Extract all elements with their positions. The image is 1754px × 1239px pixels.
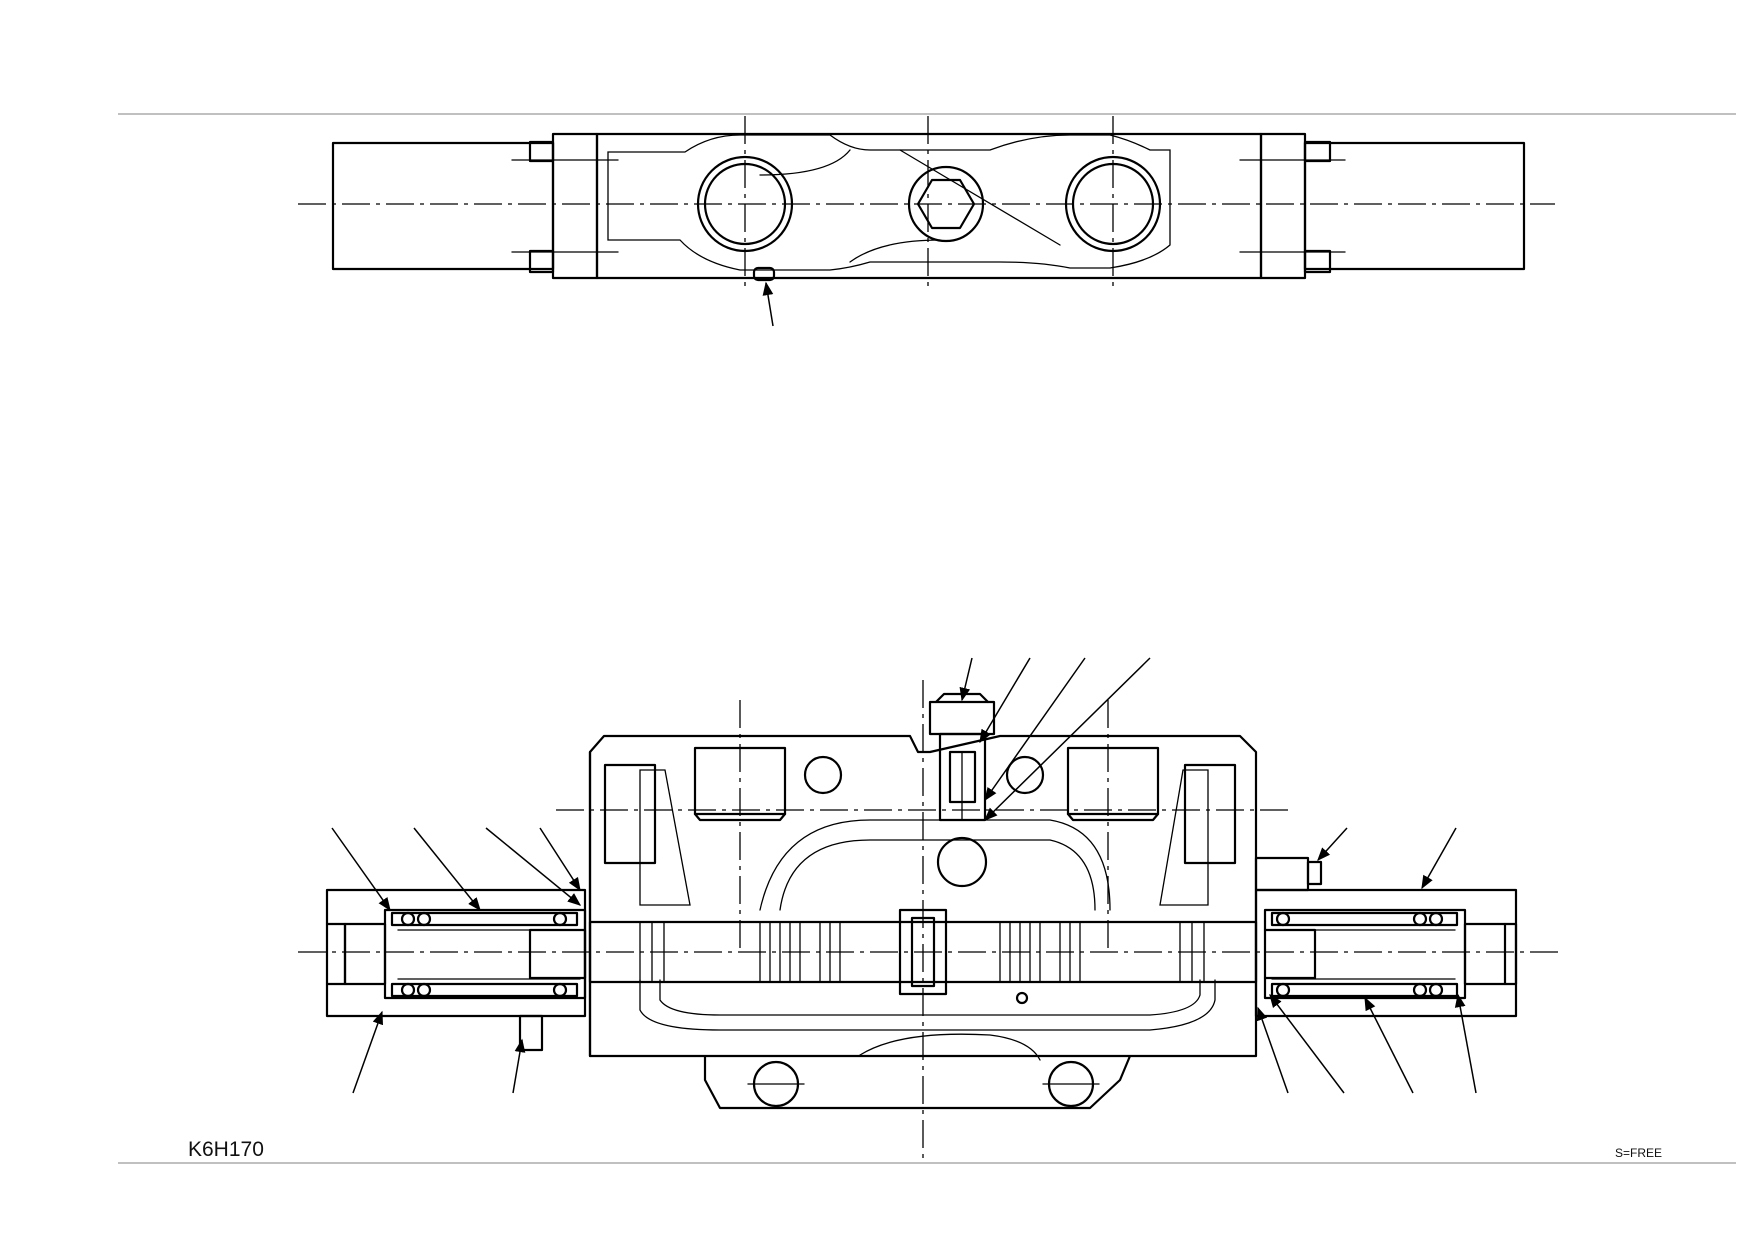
sheet-frame [118,113,1736,1164]
scale-note-label: S=FREE [1615,1146,1663,1160]
drawing-code-label: K6H170 [188,1138,264,1161]
section-view [298,657,1560,1160]
top-view [298,116,1555,327]
leader-lines [331,657,1477,1094]
